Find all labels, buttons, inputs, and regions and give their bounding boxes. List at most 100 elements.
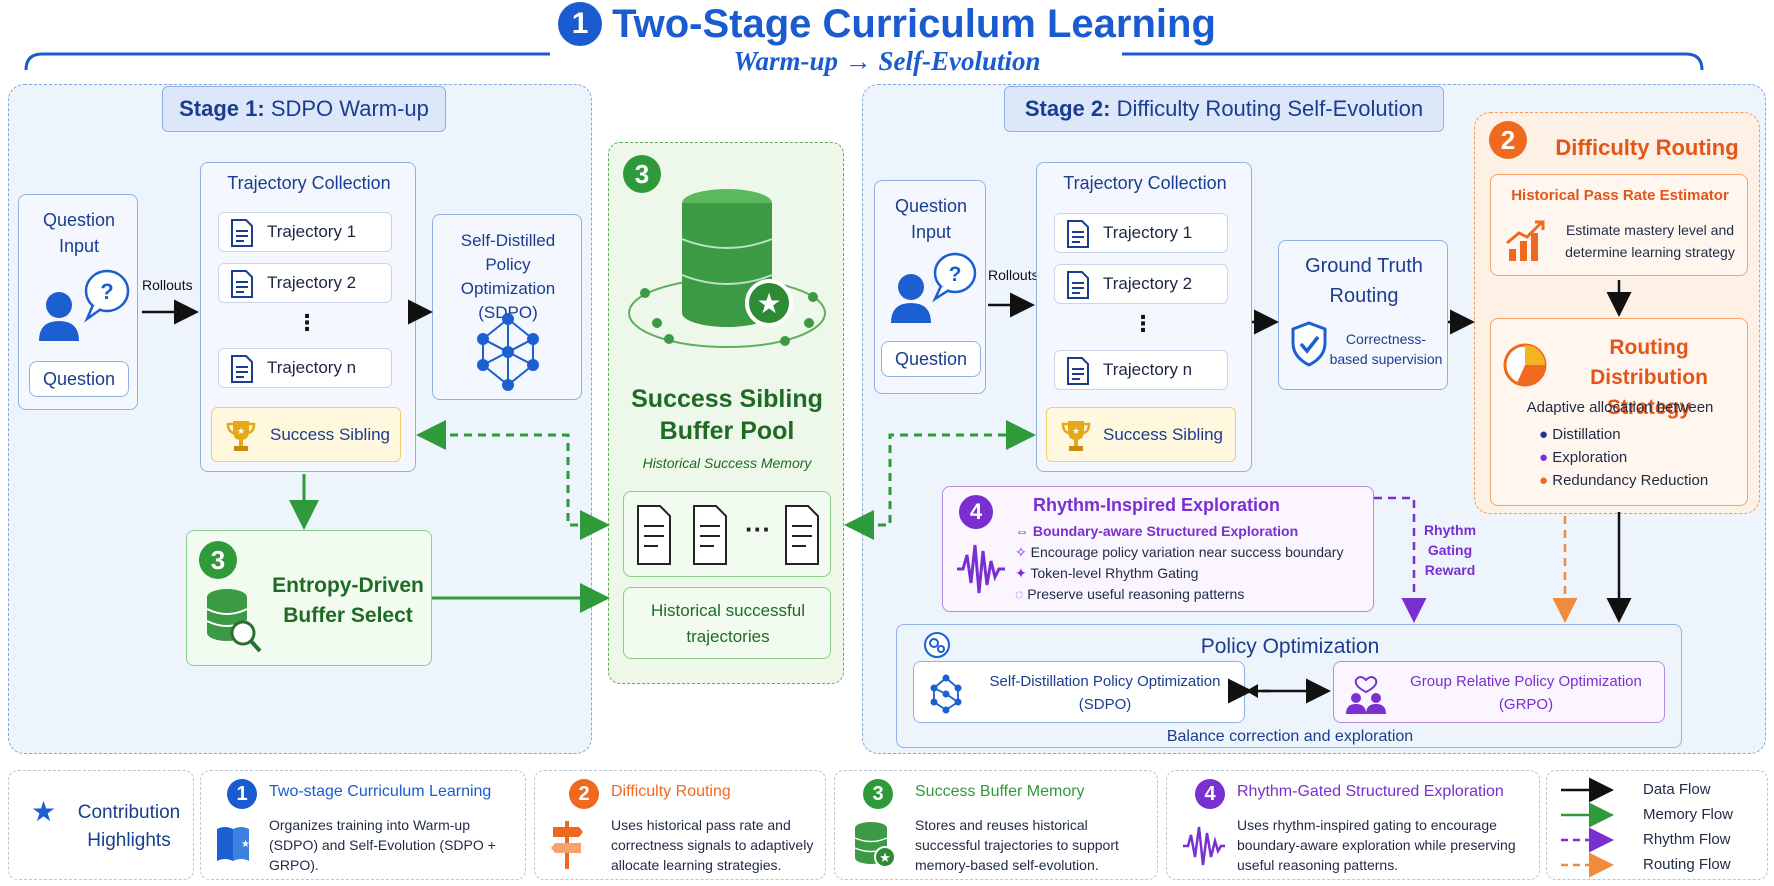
stage1-success-sibling: ★ Success Sibling (211, 407, 401, 462)
rhythm-item-label: Encourage policy variation near success … (1030, 544, 1344, 560)
policy-sdpo: Self-Distillation Policy Optimization (S… (913, 661, 1245, 723)
stage2-question-input-label: Question Input (894, 196, 968, 242)
database-search-icon (206, 589, 262, 653)
strategy-item: ● Redundancy Reduction (1539, 472, 1709, 489)
policy-balance: Balance correction and exploration (1166, 728, 1414, 745)
stage2-label: Difficulty Routing Self-Evolution (1116, 96, 1424, 121)
stage1-question-input-label: Question Input (42, 210, 116, 256)
contribution-3-text: Stores and reuses historical successful … (915, 817, 1119, 873)
stage2-rollouts-label: Rollouts (988, 267, 1039, 283)
stage1-trajectory-n: Trajectory n (218, 348, 392, 388)
stage1-success-sibling-label: Success Sibling (270, 425, 391, 444)
svg-text:★: ★ (237, 426, 245, 436)
buffer-docs-ellipsis: ··· (745, 514, 771, 544)
contribution-highlights-label: Contribution Highlights (77, 802, 181, 851)
legend-memory-flow: Memory Flow (1643, 806, 1734, 823)
rhythm-item-label: Token-level Rhythm Gating (1030, 565, 1199, 581)
buffer-title: Success Sibling Buffer Pool (631, 385, 823, 445)
bar-chart-growth-icon (1506, 220, 1545, 261)
stage1-trajectory-2: Trajectory 2 (218, 263, 392, 303)
svg-text:?: ? (949, 263, 962, 286)
arrow-sdpo-grpo-head-left (1246, 684, 1258, 698)
document-icon (1067, 357, 1089, 385)
contribution-3-number: 3 (863, 779, 893, 809)
contribution-highlights-label-box: ★ Contribution Highlights (8, 770, 194, 880)
neural-network-icon (930, 674, 962, 714)
ground-truth-routing: Ground Truth Routing Correctness-based s… (1278, 240, 1448, 390)
buffer-successful-text: Historical successful trajectories (651, 601, 805, 646)
pass-rate-estimator: Historical Pass Rate Estimator Estimate … (1490, 174, 1748, 276)
strategy-item-label: Distillation (1552, 426, 1621, 443)
legend: Data Flow Memory Flow Rhythm Flow Routin… (1546, 770, 1768, 880)
strategy-item: ● Exploration (1539, 449, 1628, 466)
diagram-subtitle: Warm-up → Self-Evolution (733, 46, 1041, 76)
top-bracket-right (1122, 52, 1704, 71)
stage1-label: SDPO Warm-up (270, 96, 429, 121)
user-question-icon: ? (39, 269, 130, 341)
strategy-title: Routing Distribution Strategy (1590, 336, 1708, 419)
database-star-icon: ★ (854, 822, 896, 868)
stage1-sdpo-box: Self-Distilled Policy Optimization (SDPO… (432, 214, 582, 400)
contribution-2: 2 Difficulty Routing Uses historical pas… (534, 770, 826, 880)
document-icon (231, 219, 253, 247)
stage1-trajectory-n-label: Trajectory n (267, 358, 357, 377)
arrow-buffer-success-s2 (844, 420, 1036, 540)
entropy-buffer-select: 3 Entropy-Driven Buffer Select (186, 530, 432, 666)
stage1-trajectory-1-label: Trajectory 1 (267, 222, 357, 241)
contribution-1-number: 1 (227, 779, 257, 809)
stage2-trajectory-n: Trajectory n (1054, 350, 1228, 390)
stage1-trajectory-title: Trajectory Collection (227, 173, 391, 193)
stage1-prefix: Stage 1: (179, 96, 265, 121)
documents-icon (637, 505, 819, 565)
legend-lines (1561, 777, 1614, 878)
contribution-1-title: Two-stage Curriculum Learning (269, 783, 492, 800)
routing-distribution-strategy: Routing Distribution Strategy Adaptive a… (1490, 318, 1748, 506)
document-icon (1067, 220, 1089, 248)
trophy-icon: ★ (1061, 421, 1091, 451)
legend-rhythm-flow: Rhythm Flow (1643, 831, 1731, 848)
user-question-icon: ? (891, 252, 977, 323)
rhythm-item-label: Boundary-aware Structured Exploration (1032, 523, 1299, 539)
stage1-trajectory-1: Trajectory 1 (218, 212, 392, 252)
star-icon: ★ (31, 796, 57, 827)
rhythm-gating-reward-label: Rhythm Gating Reward (1423, 522, 1477, 578)
stage2-success-sibling: ★ Success Sibling (1046, 407, 1236, 462)
svg-text:★: ★ (241, 839, 250, 850)
title-text: Two-Stage Curriculum Learning (612, 2, 1216, 46)
stage1-title: Stage 1: SDPO Warm-up (162, 86, 446, 132)
entropy-title: Entropy-Driven Buffer Select (272, 574, 424, 627)
stage1-question-text: Question (42, 369, 116, 389)
contribution-2-number: 2 (569, 779, 599, 809)
policy-sdpo-label: Self-Distillation Policy Optimization (S… (989, 673, 1221, 713)
stage1-sdpo-title: Self-Distilled Policy Optimization (SDPO… (460, 231, 556, 322)
title-number-badge: 1 (558, 2, 603, 46)
stage2-title: Stage 2: Difficulty Routing Self-Evoluti… (1004, 86, 1444, 132)
stage1-rollouts-label: Rollouts (142, 277, 193, 293)
contribution-3-title: Success Buffer Memory (915, 783, 1085, 800)
stage1-question-box: Question (29, 361, 129, 397)
trophy-icon: ★ (226, 421, 256, 451)
svg-text:★: ★ (1072, 426, 1080, 436)
stage1-trajectory-2-label: Trajectory 2 (267, 273, 357, 292)
document-icon (231, 355, 253, 383)
difficulty-number-badge: 2 (1489, 121, 1527, 159)
stage2-trajectory-1: Trajectory 1 (1054, 213, 1228, 253)
ground-truth-title: Ground Truth Routing (1305, 255, 1423, 307)
document-icon (1067, 271, 1089, 299)
document-icon (231, 270, 253, 298)
stage1-question-input: Question Input ? Question (18, 194, 138, 410)
buffer-docs: ··· (623, 491, 831, 577)
contribution-4: 4 Rhythm-Gated Structured Exploration Us… (1166, 770, 1540, 880)
rhythm-title: Rhythm-Inspired Exploration (1033, 495, 1281, 515)
contribution-1-text: Organizes training into Warm-up (SDPO) a… (269, 817, 496, 873)
stage2-trajectory-ellipsis: ⋮ (1132, 311, 1154, 336)
contribution-2-text: Uses historical pass rate and correctnes… (611, 817, 814, 873)
legend-routing-flow: Routing Flow (1643, 856, 1731, 873)
contribution-1: 1 Two-stage Curriculum Learning ★ Organi… (200, 770, 526, 880)
gears-icon (924, 632, 950, 658)
svg-text:★: ★ (756, 288, 781, 319)
stage2-trajectory-n-label: Trajectory n (1103, 360, 1193, 379)
rhythm-item-label: Preserve useful reasoning patterns (1027, 586, 1245, 602)
stage2-question-box: Question (881, 341, 981, 377)
